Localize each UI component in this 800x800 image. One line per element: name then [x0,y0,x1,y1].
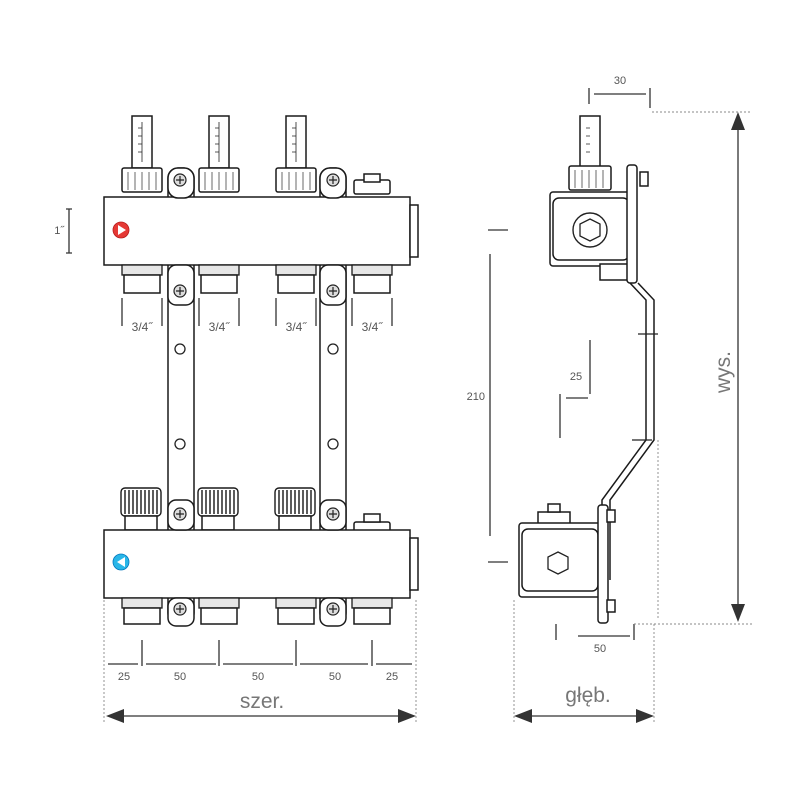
flow-meter-side [568,115,649,191]
flow-meter [121,115,163,193]
return-manifold-bar [103,529,419,599]
height-210-dimension: 210 [467,229,508,563]
side-view: 30 [467,75,752,724]
outlet-size-label: 3/4˝ [362,320,384,334]
bottom-depth-50-label: 50 [594,643,606,655]
outlet-connectors-top [121,264,393,294]
flow-meter [275,115,317,193]
outlet-size-label: 3/4˝ [132,320,154,334]
spacing-dimensions: 25 50 50 50 25 [103,600,417,724]
outlet-size-label: 3/4˝ [209,320,231,334]
depth-label: głęb. [565,684,611,707]
offset-25-dimension: 25 [559,340,591,438]
top-offset-label: 30 [614,75,626,87]
bracket-screws [167,167,347,306]
top-offset-dimension: 30 [588,75,752,113]
valve-knob [120,487,162,531]
spacing-label: 50 [329,671,341,683]
valve-knob [197,487,239,531]
offset-25-label: 25 [570,371,582,383]
bracket-screws-bottom [167,499,347,627]
height-label: wys. [712,351,735,394]
bottom-depth-50-dimension: 50 [555,623,752,655]
connection-size-label: 1˝ [54,225,65,237]
height-dimension: wys. [712,112,745,622]
return-bar-side [518,503,616,624]
flow-meter [198,115,240,193]
outlet-size-marks: 3/4˝ 3/4˝ 3/4˝ 3/4˝ [121,298,393,334]
supply-bar-side [549,191,633,281]
depth-dimension: głęb. [513,600,655,724]
supply-manifold-bar [103,196,419,266]
connection-size-mark: 1˝ [54,208,72,254]
width-label: szer. [240,690,284,713]
spacing-label: 50 [252,671,264,683]
outlet-size-label: 3/4˝ [286,320,308,334]
outlet-connectors-bottom [121,597,393,625]
wall-bracket-side [601,164,659,620]
spacing-label: 25 [118,671,130,683]
front-view: 3/4˝ 3/4˝ 3/4˝ 3/4˝ 1˝ [54,115,419,724]
width-dimension: szer. [106,690,416,723]
air-vent-valve [353,173,391,195]
spacing-label: 25 [386,671,398,683]
height-210-label: 210 [467,391,485,403]
valve-knobs [120,487,391,533]
valve-knob [274,487,316,531]
spacing-label: 50 [174,671,186,683]
